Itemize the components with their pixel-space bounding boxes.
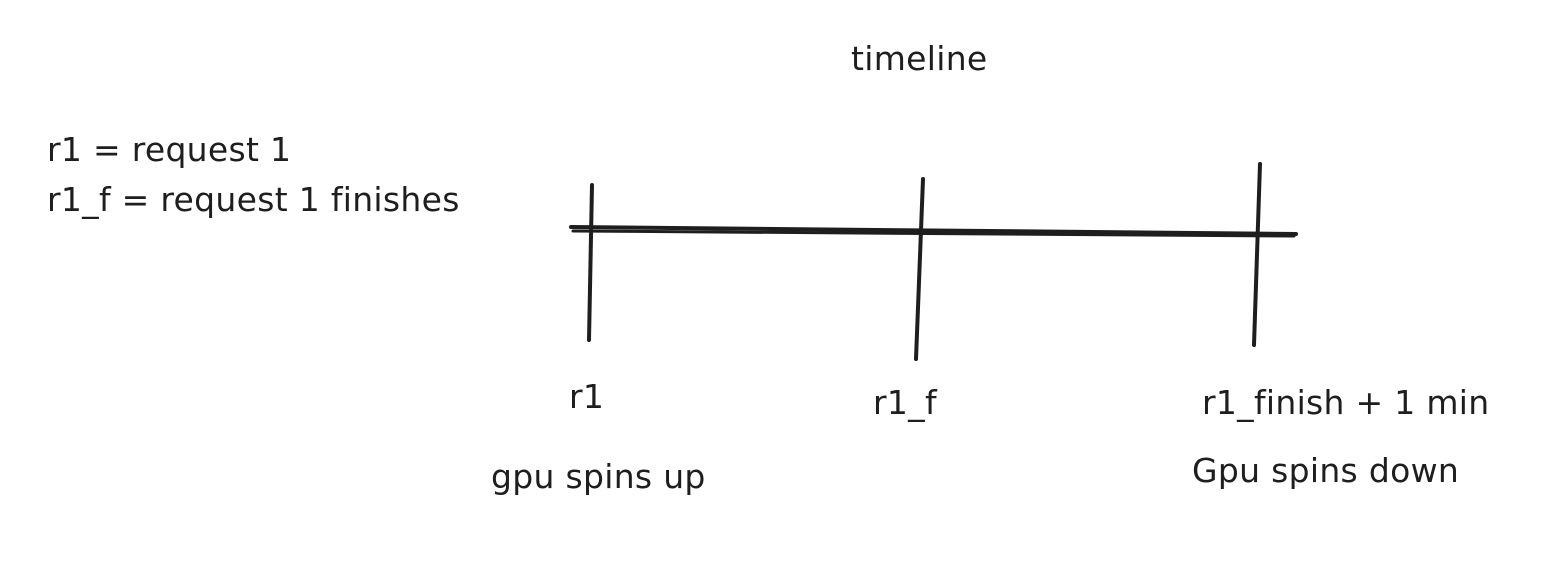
tick-r1 [587,183,594,342]
timeline-line-shadow [571,229,1296,238]
marker-label-r1: r1 [569,377,605,416]
caption-gpu-spins-up: gpu spins up [491,457,706,496]
caption-gpu-spins-down: Gpu spins down [1192,451,1460,490]
tick-r1-finish-plus-1-min [1252,162,1262,347]
marker-label-r1-f: r1_f [873,383,937,422]
legend-item-r1: r1 = request 1 [47,130,292,169]
legend-item-r1-f: r1_f = request 1 finishes [47,180,460,219]
diagram-title: timeline [851,39,988,78]
tick-r1-f [914,177,925,361]
marker-label-r1-finish-plus-1-min: r1_finish + 1 min [1202,383,1490,422]
timeline-line [569,225,1298,236]
